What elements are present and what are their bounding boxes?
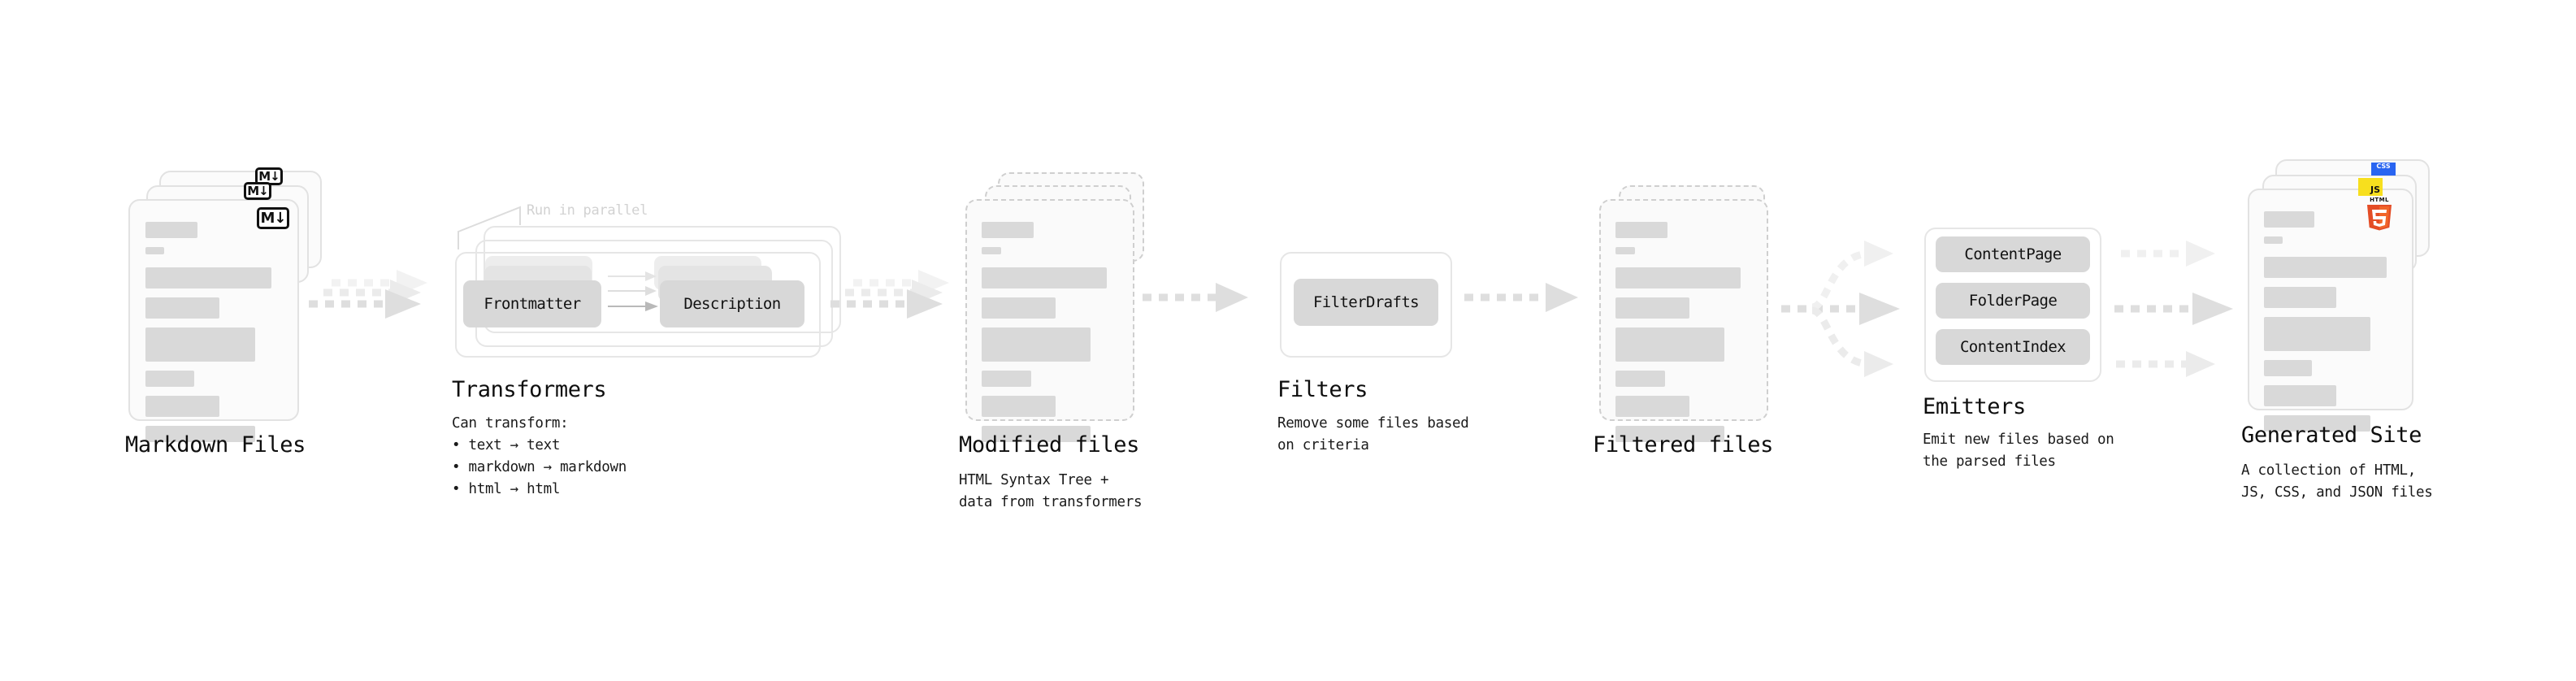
placeholder-bar <box>982 327 1091 362</box>
emitters-caption: Emitters <box>1923 394 2026 419</box>
chip-label-filterdrafts: FilterDrafts <box>1312 293 1420 311</box>
generated-site-subcaption: A collection of HTML, JS, CSS, and JSON … <box>2241 462 2433 501</box>
emitter-chip-folderpage[interactable]: FolderPage <box>1936 283 2090 319</box>
transformer-inner-arrows <box>608 271 658 311</box>
placeholder-bar <box>145 222 197 238</box>
generated-site-caption: Generated Site <box>2241 423 2422 448</box>
transformers-caption: Transformers <box>452 377 607 402</box>
placeholder-bar <box>1615 267 1741 288</box>
placeholder-bar <box>2264 360 2313 376</box>
filtered-files-caption: Filtered files <box>1593 432 1773 458</box>
chip-label-frontmatter: Frontmatter <box>484 295 581 313</box>
transformer-chip-description[interactable]: Description <box>660 280 804 327</box>
transformer-chip-frontmatter[interactable]: Frontmatter <box>463 280 601 327</box>
placeholder-bar <box>1615 371 1665 387</box>
modified-file-bars <box>982 222 1117 451</box>
javascript-icon: JS <box>2358 178 2383 196</box>
chip-label-folderpage: FolderPage <box>1968 292 2058 310</box>
css3-icon: CSS <box>2371 163 2396 176</box>
placeholder-bar <box>145 297 219 319</box>
arrow-filtered-to-emitters-fanout <box>1781 241 1900 377</box>
placeholder-bar <box>2264 257 2387 278</box>
filters-group <box>1280 252 1452 358</box>
placeholder-bar <box>1615 327 1725 362</box>
markdown-icon-label: M↓ <box>258 169 280 184</box>
placeholder-bar <box>2264 211 2315 228</box>
markdown-file-bars <box>145 222 283 451</box>
arrow-transformers-to-modified <box>830 270 949 319</box>
placeholder-bar <box>1615 426 1725 442</box>
placeholder-bar <box>982 426 1091 442</box>
placeholder-bar <box>1615 222 1667 238</box>
placeholder-bar <box>982 267 1108 288</box>
modified-files-subcaption: HTML Syntax Tree + data from transformer… <box>959 472 1143 511</box>
arrow-markdown-to-transformers <box>309 270 427 319</box>
placeholder-bar <box>145 247 165 254</box>
placeholder-bar <box>2264 385 2336 406</box>
modified-file-card-front <box>965 199 1134 442</box>
arrow-emitters-to-site <box>2114 241 2233 377</box>
placeholder-bar <box>2264 287 2336 308</box>
transformer-panel-front <box>455 252 821 358</box>
placeholder-bar <box>982 297 1056 319</box>
filtered-file-card-front <box>1599 199 1768 442</box>
emitter-chip-contentpage[interactable]: ContentPage <box>1936 236 2090 272</box>
transformers-subcaption: Can transform: • text → text • markdown … <box>452 415 627 498</box>
run-in-parallel-label: Run in parallel <box>527 202 648 219</box>
placeholder-bar <box>145 396 219 417</box>
placeholder-bar <box>982 371 1031 387</box>
filtered-file-bars <box>1615 222 1751 451</box>
filters-caption: Filters <box>1277 377 1368 402</box>
filter-chip-filterdrafts[interactable]: FilterDrafts <box>1294 279 1438 326</box>
javascript-icon-label: JS <box>2370 184 2380 195</box>
filters-subcaption: Remove some files based on criteria <box>1277 415 1469 454</box>
emitters-subcaption: Emit new files based on the parsed files <box>1923 432 2114 471</box>
placeholder-bar <box>982 396 1056 417</box>
site-file-bars <box>2264 211 2397 440</box>
markdown-file-card-front <box>128 199 299 442</box>
placeholder-bar <box>145 371 195 387</box>
markdown-icon-mid: M↓ <box>244 182 271 200</box>
chip-label-contentindex: ContentIndex <box>1959 338 2066 356</box>
modified-files-caption: Modified files <box>959 432 1139 458</box>
arrow-filters-to-filtered <box>1464 283 1578 312</box>
emitter-chip-contentindex[interactable]: ContentIndex <box>1936 329 2090 365</box>
markdown-icon-label-mid: M↓ <box>247 184 268 198</box>
arrow-modified-to-filters <box>1143 283 1248 312</box>
placeholder-bar <box>1615 396 1689 417</box>
placeholder-bar <box>982 222 1034 238</box>
placeholder-bar <box>1615 297 1689 319</box>
placeholder-bar <box>2264 236 2283 244</box>
markdown-icon-label-front: M↓ <box>260 210 287 227</box>
run-in-parallel-bracket <box>458 206 521 249</box>
placeholder-bar <box>1615 247 1635 254</box>
placeholder-bar <box>145 426 255 442</box>
placeholder-bar <box>145 267 271 288</box>
css3-icon-label: CSS <box>2376 163 2391 170</box>
emitters-group <box>1924 228 2101 382</box>
markdown-files-caption: Markdown Files <box>125 432 306 458</box>
placeholder-bar <box>982 247 1001 254</box>
chip-label-contentpage: ContentPage <box>1964 245 2062 263</box>
chip-label-description: Description <box>683 295 781 313</box>
placeholder-bar <box>2264 317 2371 351</box>
placeholder-bar <box>2264 415 2371 432</box>
html5-icon: HTML <box>2367 197 2392 231</box>
svg-text:HTML: HTML <box>2370 197 2389 203</box>
placeholder-bar <box>145 327 255 362</box>
markdown-icon-front: M↓ <box>257 207 289 229</box>
